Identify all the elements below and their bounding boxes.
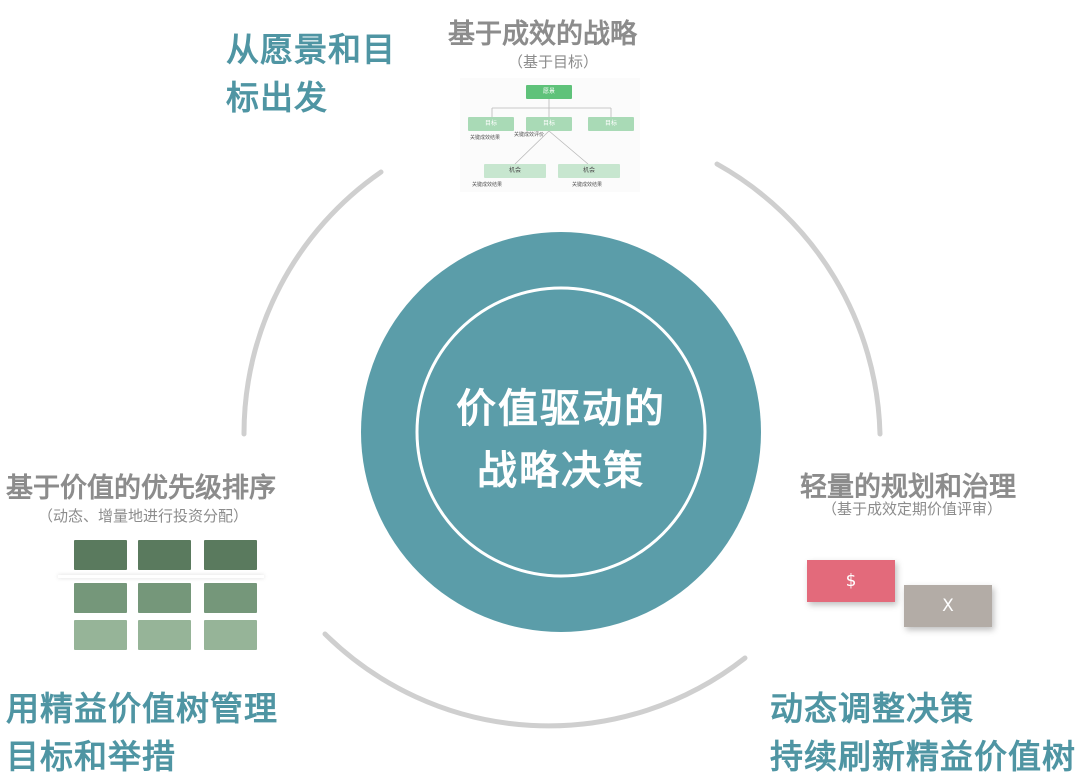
priority-divider: [58, 575, 264, 578]
vision-heading-line2: 标出发: [226, 78, 328, 117]
left-title: 基于价值的优先级排序: [6, 473, 276, 504]
priority-tile: [138, 620, 191, 650]
tree-root-box: 愿景: [526, 85, 572, 99]
tree-opportunity-box: 机会: [484, 164, 546, 178]
top-subtitle: （基于目标）: [508, 53, 599, 71]
goal-tree-connectors: [491, 99, 612, 165]
priority-tile: [204, 620, 257, 650]
center-inner-ring: [415, 286, 707, 578]
priority-tile: [74, 540, 127, 570]
priority-tile: [204, 540, 257, 570]
center-disc: [361, 232, 761, 632]
top-title: 基于成效的战略: [448, 19, 637, 50]
tree-goal-caption: 关键成效评价: [514, 132, 545, 138]
dynamic-adjust-heading: 动态调整决策 持续刷新精益价值树: [770, 685, 1076, 781]
lean-value-tree-heading-line1: 用精益价值树管理: [6, 689, 278, 728]
ring-arc-right: [714, 161, 883, 437]
center-label-line1: 价值驱动的: [456, 386, 666, 432]
lean-value-tree-heading: 用精益价值树管理 目标和举措: [6, 685, 278, 781]
priority-tile: [74, 583, 127, 613]
ring-arc-top-left: [241, 169, 384, 437]
right-subtitle: （基于成效定期价值评审）: [822, 500, 1003, 518]
right-title: 轻量的规划和治理: [800, 472, 1016, 503]
tree-opportunity-caption: 关键成效结果: [572, 182, 603, 188]
center-label-line2: 战略决策: [477, 448, 645, 494]
vision-heading: 从愿景和目 标出发: [226, 26, 396, 122]
priority-tile: [74, 620, 127, 650]
lean-value-tree-heading-line2: 目标和举措: [6, 737, 176, 776]
dynamic-adjust-heading-line2: 持续刷新精益价值树: [770, 737, 1076, 776]
tree-goal-box: 目标: [588, 117, 634, 131]
tree-goal-caption: 关键成效结果: [470, 135, 501, 141]
priority-tile: [138, 583, 191, 613]
center-label: 价值驱动的 战略决策: [411, 378, 711, 502]
vision-heading-line1: 从愿景和目: [226, 30, 396, 69]
priority-tile: [204, 583, 257, 613]
tree-opportunity-caption: 关键成效结果: [472, 182, 503, 188]
dollar-card: $: [807, 560, 895, 602]
dynamic-adjust-heading-line1: 动态调整决策: [770, 689, 974, 728]
tree-goal-box: 目标: [526, 117, 572, 131]
tree-opportunity-box: 机会: [558, 164, 620, 178]
priority-tile: [138, 540, 191, 570]
ring-arc-bottom: [322, 631, 748, 729]
tree-goal-box: 目标: [468, 117, 514, 131]
cancel-card: X: [904, 585, 992, 627]
goal-tree-thumbnail: 愿景 目标 目标 目标 关键成效结果 关键成效评价 机会 机会 关键成效结果 关…: [460, 78, 640, 192]
left-subtitle: （动态、增量地进行投资分配）: [38, 507, 249, 525]
priority-tile-grid: [58, 536, 264, 654]
